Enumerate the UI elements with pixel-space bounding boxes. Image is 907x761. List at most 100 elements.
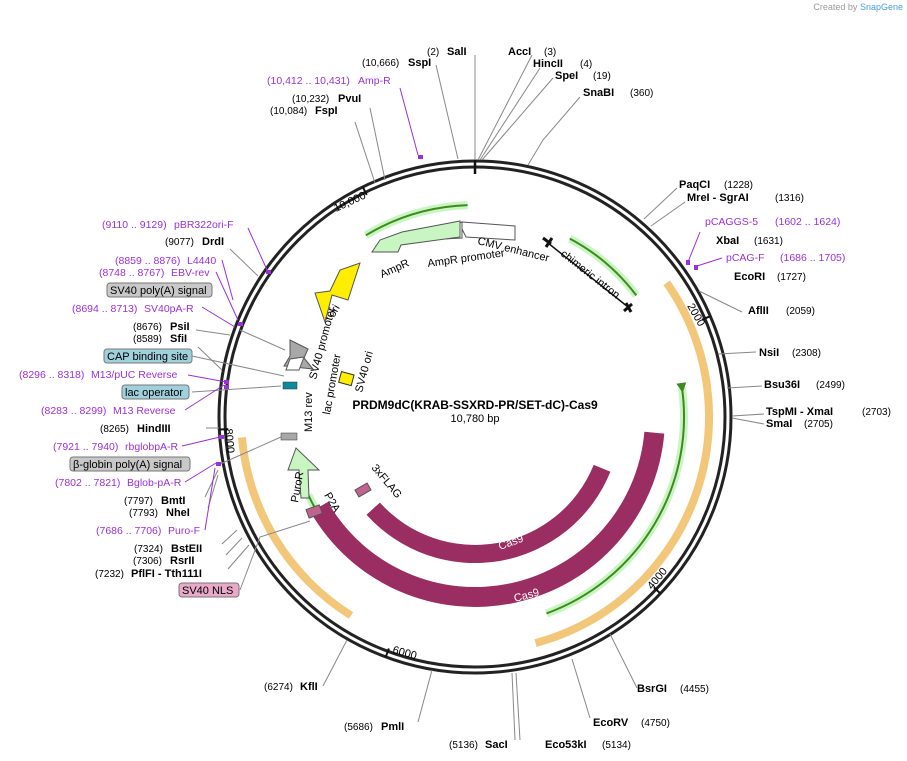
site-pos-sali: (2) (427, 47, 439, 58)
enzyme-labels: (2) SalI AccI (3) HincII (4) SpeI (19) S… (95, 46, 891, 751)
primer-pos-sv40pa: (8694 .. 8713) (72, 303, 137, 315)
site-pos-ecorv: (4750) (641, 718, 670, 729)
site-xbai[interactable]: XbaI (716, 235, 739, 247)
site-kfli[interactable]: KflI (300, 681, 318, 693)
primer-pcaggs5[interactable]: pCAGGS-5 (705, 216, 758, 228)
site-pos-eco53ki: (5134) (602, 740, 631, 751)
site-ecori[interactable]: EcoRI (734, 271, 765, 283)
site-bsteii[interactable]: BstEII (171, 543, 202, 555)
primer-bglob[interactable]: Bglob-pA-R (127, 477, 182, 489)
box-sv40-polya[interactable] (106, 282, 213, 298)
site-pos-rsrii: (7306) (133, 556, 162, 567)
site-bsrgi[interactable]: BsrGI (637, 683, 667, 695)
cas9-outer-arc[interactable] (310, 431, 665, 607)
site-psii[interactable]: PsiI (170, 321, 190, 333)
primer-pos-puro: (7686 .. 7706) (96, 525, 161, 537)
box-bglobin[interactable] (69, 456, 191, 472)
primer-ampr[interactable]: Amp-R (358, 75, 391, 87)
site-rsrii[interactable]: RsrII (170, 555, 194, 567)
site-eco53ki[interactable]: Eco53kI (545, 739, 587, 751)
site-pos-aflii: (2059) (786, 306, 815, 317)
primer-pos-l4440: (8859 .. 8876) (115, 255, 180, 267)
site-bmti[interactable]: BmtI (161, 495, 185, 507)
primer-m13puc[interactable]: M13/pUC Reverse (91, 369, 178, 381)
site-bsu36i[interactable]: Bsu36I (764, 379, 800, 391)
site-hindiii[interactable]: HindIII (137, 423, 171, 435)
sv40-promoter-arrow[interactable] (285, 356, 305, 371)
puror-arrow[interactable] (287, 447, 321, 499)
site-pos-paqci: (1228) (724, 180, 753, 191)
site-aflii[interactable]: AflII (748, 305, 769, 317)
site-pos-pvui: (10,232) (292, 94, 329, 105)
primer-pcagf[interactable]: pCAG-F (726, 252, 765, 264)
puror-label: PuroR (289, 471, 306, 504)
ruler-ticks (219, 186, 711, 658)
site-pvui[interactable]: PvuI (338, 93, 361, 105)
site-ecorv[interactable]: EcoRV (593, 717, 629, 729)
site-pos-drdi: (9077) (165, 237, 194, 248)
primer-ebv[interactable]: EBV-rev (171, 267, 210, 279)
green-arc-top[interactable] (568, 235, 640, 298)
primer-m13rev[interactable]: M13 Reverse (113, 405, 176, 417)
site-pos-psii: (8676) (133, 322, 162, 333)
site-pos-spei: (19) (593, 71, 611, 82)
sv40-ori-box[interactable] (338, 371, 355, 387)
primer-l4440[interactable]: L4440 (187, 255, 216, 267)
intron-end-1 (542, 236, 554, 248)
site-fspi[interactable]: FspI (315, 105, 338, 117)
site-sspi[interactable]: SspI (408, 57, 431, 69)
snapgene-credit: Created by SnapGene (813, 2, 903, 12)
green-line-right (546, 382, 687, 615)
site-nhei[interactable]: NheI (166, 507, 190, 519)
primer-pos-pbr322: (9110 .. 9129) (102, 219, 167, 231)
ori-label: ori (326, 303, 343, 320)
primer-rbglob[interactable]: rbglobpA-R (125, 441, 179, 453)
site-pflfi[interactable]: PflFI - Tth111I (131, 568, 202, 580)
ori-arrow[interactable] (314, 262, 361, 324)
primer-puro[interactable]: Puro-F (168, 525, 200, 537)
site-smai[interactable]: SmaI (766, 418, 792, 430)
site-pos-snabi: (360) (630, 88, 653, 99)
primer-pos-pcaggs5: (1602 .. 1624) (775, 216, 840, 228)
orange-arc-right[interactable] (534, 280, 714, 647)
site-pos-tspmi: (2703) (862, 407, 891, 418)
cap-binding-site[interactable] (282, 381, 298, 390)
primer-pbr322[interactable]: pBR322ori-F (174, 219, 234, 231)
ampr-arrow[interactable] (371, 220, 461, 253)
green-line-upper-left (365, 204, 468, 237)
site-paqci[interactable]: PaqCI (679, 179, 710, 191)
beta-globin-box[interactable] (280, 432, 298, 441)
site-pos-fspi: (10,084) (270, 106, 307, 117)
cas9-inner-arc[interactable] (366, 464, 611, 564)
primer-pos-pcagf: (1686 .. 1705) (780, 252, 845, 264)
site-tspmi-xmai[interactable]: TspMI - XmaI (766, 406, 833, 418)
box-sv40-nls[interactable] (178, 582, 240, 598)
p2a-box[interactable] (305, 504, 323, 519)
primer-pos-m13rev: (8283 .. 8299) (41, 405, 106, 417)
site-pos-bmti: (7797) (124, 496, 153, 507)
snapgene-logo-text: SnapGene (859, 2, 903, 12)
site-pos-sspi: (10,666) (362, 58, 399, 69)
site-snabi[interactable]: SnaBI (583, 87, 614, 99)
box-cap[interactable] (103, 348, 193, 364)
primer-sv40pa[interactable]: SV40pA-R (144, 303, 194, 315)
site-mrei-sgrai[interactable]: MreI - SgrAI (687, 192, 749, 204)
primer-pos-ebv: (8748 .. 8767) (99, 267, 164, 279)
site-drdi[interactable]: DrdI (202, 236, 224, 248)
box-lac-operator-text: lac operator (125, 387, 183, 399)
site-nsii[interactable]: NsiI (759, 347, 779, 359)
primer-pos-m13puc: (8296 .. 8318) (19, 369, 84, 381)
site-spei[interactable]: SpeI (555, 70, 578, 82)
site-sfii[interactable]: SfiI (170, 333, 187, 345)
green-arc-upper-left[interactable] (363, 201, 468, 239)
site-hincii[interactable]: HincII (533, 58, 563, 70)
site-acci[interactable]: AccI (508, 46, 531, 58)
site-pmli[interactable]: PmlI (381, 721, 404, 733)
site-sali[interactable]: SalI (447, 46, 467, 58)
3xflag-box[interactable] (354, 482, 372, 498)
box-lac-operator[interactable] (121, 384, 190, 400)
feature-arcs (237, 201, 714, 647)
site-saci[interactable]: SacI (485, 739, 508, 751)
site-pos-xbai: (1631) (754, 236, 783, 247)
